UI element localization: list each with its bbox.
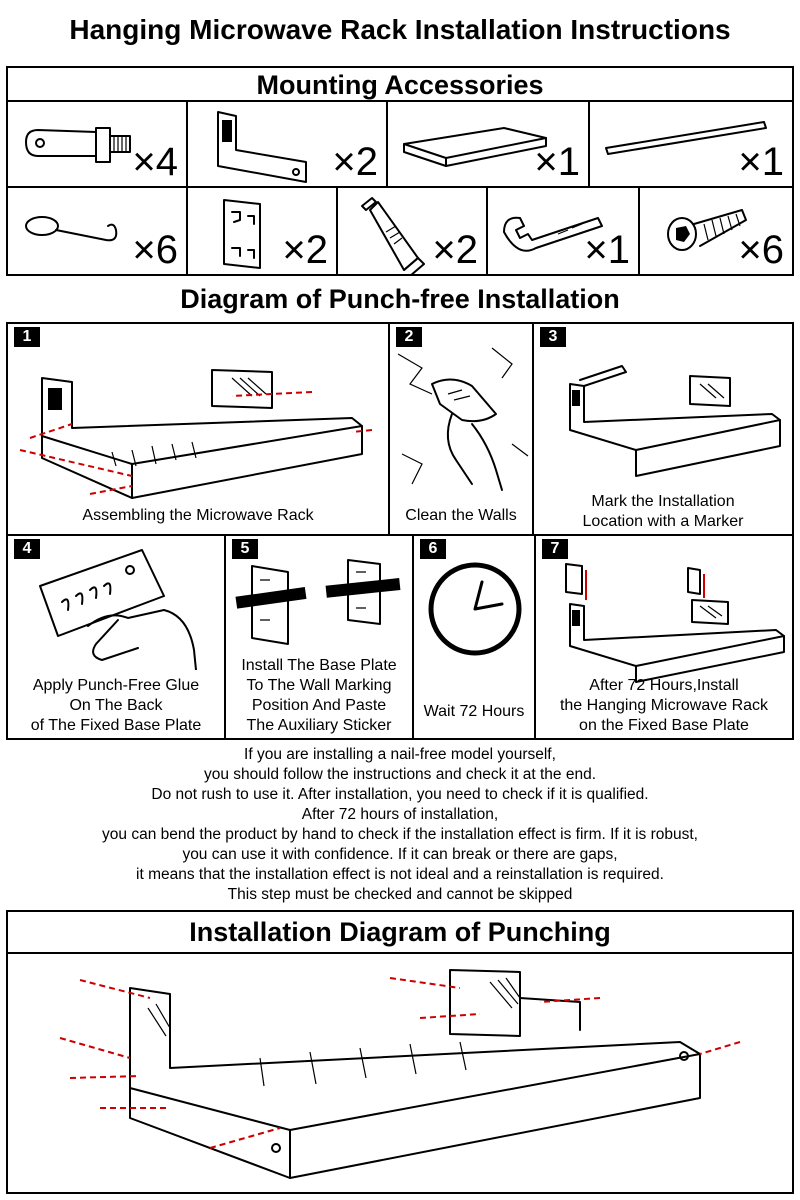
punch-free-heading: Diagram of Punch-free Installation: [180, 284, 620, 314]
punching-section: Installation Diagram of Punching: [6, 910, 794, 1194]
glue-application-icon: [39, 549, 197, 670]
accessory-screw: ×6: [638, 186, 794, 276]
accessory-wall-bracket: ×2: [186, 100, 388, 188]
page-title: Hanging Microwave Rack Installation Inst…: [69, 14, 731, 45]
installation-notes: If you are installing a nail-free model …: [0, 745, 800, 905]
accessory-expansion-bolt: ×4: [6, 100, 188, 188]
step-7-caption: After 72 Hours,Install the Hanging Micro…: [536, 676, 792, 736]
qty-label: ×2: [332, 140, 378, 184]
step-4-caption: Apply Punch-Free Glue On The Back of The…: [8, 676, 224, 736]
punching-heading: Installation Diagram of Punching: [8, 912, 792, 954]
step-number: 2: [396, 327, 422, 347]
cleaning-hand-icon: [397, 347, 529, 491]
accessory-base-plate: ×2: [186, 186, 338, 276]
step-number: 6: [420, 539, 446, 559]
step-number: 1: [14, 327, 40, 347]
step-number: 4: [14, 539, 40, 559]
step-2-panel: 2 Clean the Walls: [388, 322, 534, 536]
glue-tube-icon: [361, 197, 425, 276]
caption-line: Mark the Installation: [591, 493, 735, 510]
step-6-panel: 6 Wait 72 Hours: [412, 534, 536, 740]
qty-label: ×6: [132, 228, 178, 272]
expansion-bolt-icon: [25, 127, 131, 163]
note-line: This step must be checked and cannot be …: [227, 886, 573, 903]
caption-line: Position And Paste: [251, 697, 387, 714]
qty-label: ×1: [738, 140, 784, 184]
rack-mount-icon: [565, 563, 785, 683]
screw-icon: [667, 209, 747, 251]
rack-assembly-icon: [19, 369, 373, 499]
note-line: Do not rush to use it. After installatio…: [151, 786, 649, 803]
wrench-icon: [503, 216, 603, 252]
step-6-caption: Wait 72 Hours: [423, 703, 525, 720]
qty-label: ×2: [282, 228, 328, 272]
accessory-shelf-board: ×1: [386, 100, 590, 188]
step-3-caption: Mark the Installation Location with a Ma…: [534, 492, 792, 532]
caption-line: On The Back: [69, 697, 163, 714]
qty-label: ×1: [584, 228, 630, 272]
caption-line: Install The Base Plate: [241, 657, 397, 674]
accessory-hook: ×6: [6, 186, 188, 276]
caption-line: on the Fixed Base Plate: [579, 717, 749, 734]
step-1-caption: Assembling the Microwave Rack: [82, 507, 314, 524]
hook-icon: [25, 216, 118, 242]
accessory-rod: ×1: [588, 100, 794, 188]
caption-line: the Hanging Microwave Rack: [559, 697, 769, 714]
step-number: 7: [542, 539, 568, 559]
step-5-panel: 5 Install The Base Plate To The Wall Mar…: [224, 534, 414, 740]
wall-bracket-icon: [217, 111, 307, 183]
note-line: If you are installing a nail-free model …: [244, 746, 556, 763]
caption-line: Apply Punch-Free Glue: [32, 677, 200, 694]
caption-line: After 72 Hours,Install: [589, 677, 739, 694]
step-1-panel: 1 Assembling the Microwave Rack: [6, 322, 390, 536]
caption-line: Location with a Marker: [582, 513, 744, 530]
rod-icon: [605, 121, 767, 155]
note-line: you can use it with confidence. If it ca…: [182, 846, 618, 863]
step-number: 5: [232, 539, 258, 559]
qty-label: ×1: [534, 140, 580, 184]
step-2-caption: Clean the Walls: [405, 507, 517, 524]
caption-line: The Auxiliary Sticker: [246, 717, 392, 734]
step-number: 3: [540, 327, 566, 347]
base-plate-icon: [223, 199, 261, 269]
qty-label: ×4: [132, 140, 178, 184]
step-5-caption: Install The Base Plate To The Wall Marki…: [226, 656, 412, 736]
marking-rack-icon: [569, 365, 781, 477]
note-line: you should follow the instructions and c…: [203, 766, 597, 783]
note-line: you can bend the product by hand to chec…: [102, 826, 698, 843]
punching-diagram-icon: [59, 969, 741, 1179]
accessory-wrench: ×1: [486, 186, 640, 276]
qty-label: ×6: [738, 228, 784, 272]
caption-line: To The Wall Marking: [246, 677, 392, 694]
clock-icon: [428, 562, 522, 656]
accessories-heading: Mounting Accessories: [8, 68, 792, 104]
qty-label: ×2: [432, 228, 478, 272]
step-4-panel: 4 Apply Punch-Free Glue On The Back of T…: [6, 534, 226, 740]
step-3-panel: 3 Mark the Installation Location with a …: [532, 322, 794, 536]
accessory-glue-tube: ×2: [336, 186, 488, 276]
base-plate-sticker-icon: [235, 559, 401, 645]
step-7-panel: 7 After 72 Hours,Install the Hanging Mic…: [534, 534, 794, 740]
caption-line: of The Fixed Base Plate: [30, 717, 202, 734]
note-line: After 72 hours of installation,: [301, 806, 499, 823]
note-line: it means that the installation effect is…: [136, 866, 664, 883]
shelf-board-icon: [403, 127, 547, 167]
